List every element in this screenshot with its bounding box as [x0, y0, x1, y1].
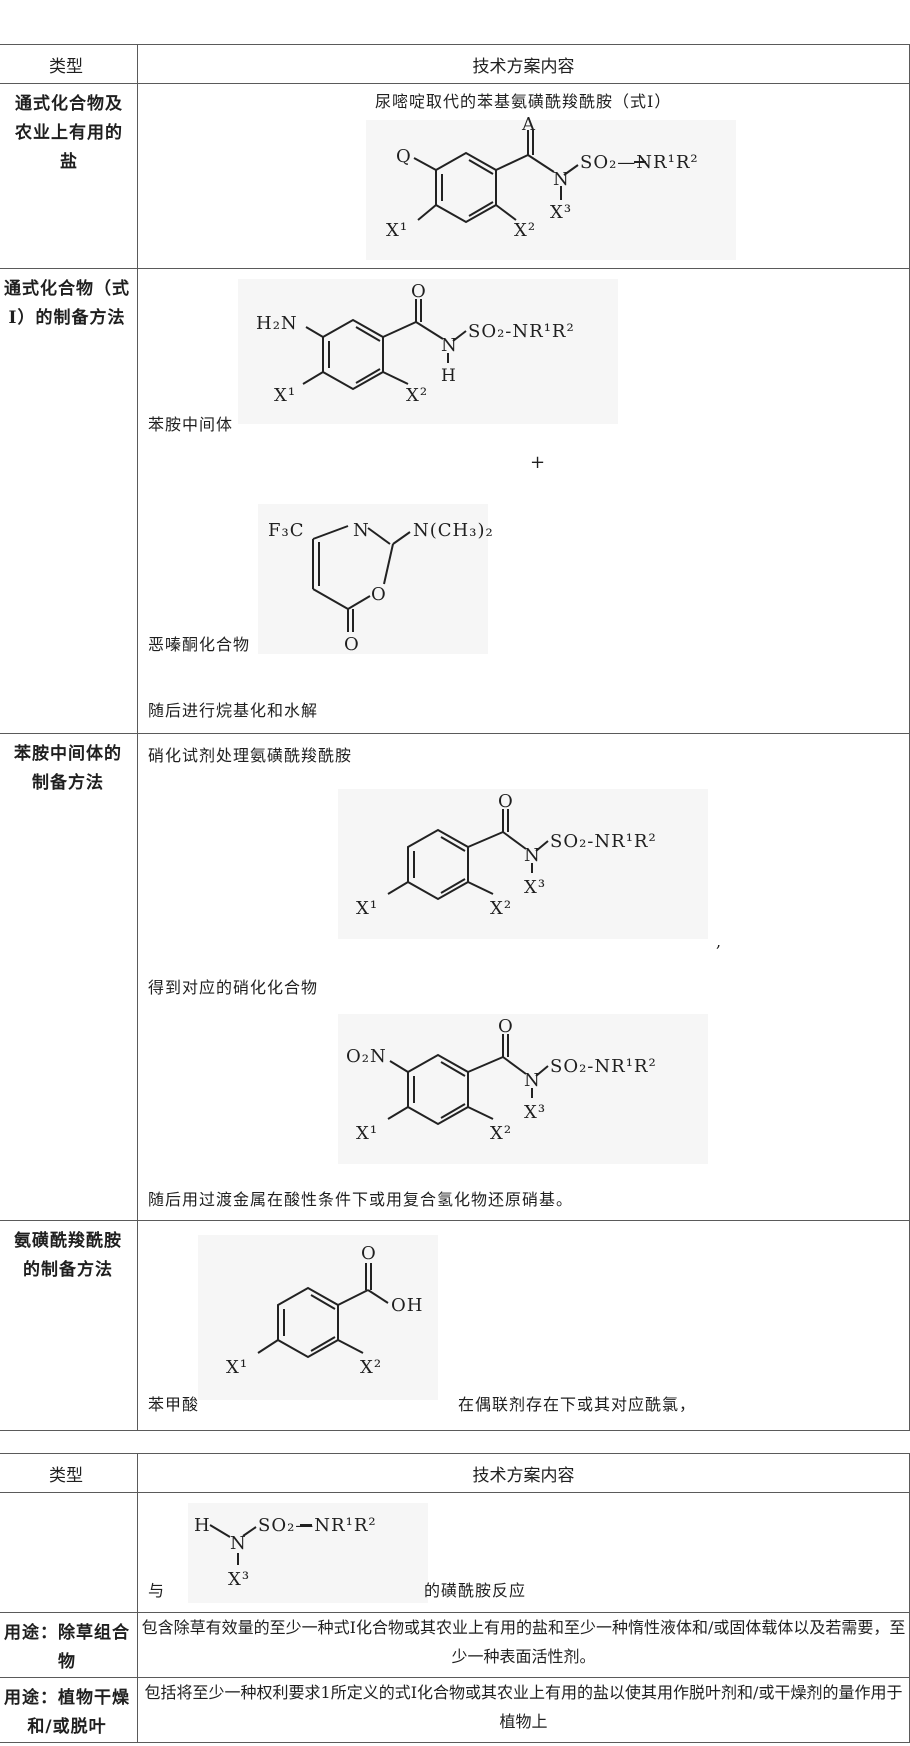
- formula-caption: 尿嘧啶取代的苯基氨磺酰羧酰胺（式I）: [375, 92, 672, 111]
- row-type-cell: 通式化合物（式I）的制备方法: [0, 268, 138, 734]
- sulfonamide-reaction-text: 的磺酰胺反应: [424, 1581, 527, 1600]
- table-header-row: 类型 技术方案内容: [0, 1453, 910, 1493]
- so2-nr-label: SO₂-NR¹R²: [550, 831, 657, 852]
- x3-label: X³: [524, 1102, 546, 1123]
- x2-label: X²: [406, 385, 428, 406]
- row-type-cell: 氨磺酰羧酰胺的制备方法: [0, 1220, 138, 1431]
- column-header-type: 类型: [0, 1453, 138, 1493]
- so2-nr-label: SO₂—NR¹R²: [580, 152, 699, 173]
- herbicidal-composition-text: 包含除草有效量的至少一种式I化合物或其农业上有用的盐和至少一种惰性液体和/或固体…: [137, 1612, 910, 1678]
- x2-label: X²: [514, 220, 536, 241]
- x1-label: X¹: [356, 1123, 378, 1144]
- x3-label: X³: [524, 877, 546, 898]
- x3-label: X³: [550, 202, 572, 223]
- o-label: O: [361, 1243, 377, 1264]
- n-label: N: [524, 845, 541, 866]
- q-label: Q: [396, 146, 412, 167]
- nitro-product-text: 得到对应的硝化化合物: [148, 978, 319, 997]
- x2-label: X²: [490, 898, 512, 919]
- nitro-compound-structure: O₂N O N SO₂-NR¹R² X¹ X² X³: [338, 1014, 708, 1164]
- aniline-intermediate-structure: H₂N O N H SO₂-NR¹R² X¹ X²: [238, 279, 618, 424]
- benzoic-acid-label: 苯甲酸: [148, 1395, 200, 1414]
- h-label: H: [194, 1515, 211, 1536]
- row-content-cell: H₂N O N H SO₂-NR¹R² X¹ X² 苯胺中间体 +: [137, 268, 910, 734]
- table-row: 用途：除草组合物 包含除草有效量的至少一种式I化合物或其农业上有用的盐和至少一种…: [0, 1612, 910, 1678]
- row-type-cell: 用途：植物干燥和/或脱叶: [0, 1677, 138, 1743]
- h-label: H: [441, 366, 457, 386]
- table-row: 苯胺中间体的制备方法 硝化试剂处理氨磺酰羧酰胺 O N SO₂-NR¹R²: [0, 733, 910, 1221]
- x1-label: X¹: [274, 385, 296, 406]
- sulfamide-structure: H N SO₂—NR¹R² X³: [188, 1503, 428, 1603]
- benzoic-acid-structure: O OH X¹ X²: [198, 1235, 438, 1400]
- o-label: O: [498, 1016, 514, 1037]
- f3c-label: F₃C: [268, 520, 304, 541]
- x3-label: X³: [228, 1569, 250, 1590]
- o-label: O: [498, 791, 514, 812]
- column-header-type: 类型: [0, 44, 138, 84]
- nitration-step-text: 硝化试剂处理氨磺酰羧酰胺: [148, 746, 353, 765]
- with-prefix: 与: [148, 1581, 166, 1600]
- table-row: H N SO₂—NR¹R² X³ 与 的磺酰胺反应: [0, 1492, 910, 1613]
- ring-o-label: O: [371, 584, 387, 605]
- so2-nr-label: SO₂-NR¹R²: [468, 321, 575, 342]
- x2-label: X²: [490, 1123, 512, 1144]
- table-row: 通式化合物（式I）的制备方法 H₂N O N H: [0, 268, 910, 734]
- aniline-intermediate-label: 苯胺中间体: [148, 415, 234, 434]
- followup-text: 随后进行烷基化和水解: [148, 701, 319, 720]
- nme2-label: N(CH₃)₂: [413, 520, 494, 541]
- o-label: O: [411, 281, 427, 302]
- reduction-step-text: 随后用过渡金属在酸性条件下或用复合氢化物还原硝基。: [148, 1190, 574, 1209]
- row-type-cell: 苯胺中间体的制备方法: [0, 733, 138, 1221]
- x1-label: X¹: [356, 898, 378, 919]
- technical-scheme-table-2: 类型 技术方案内容 H N SO₂—NR¹R² X³ 与 的磺酰胺反应 用途：除…: [0, 1453, 910, 1743]
- h2n-label: H₂N: [256, 313, 298, 334]
- coupling-text: 在偶联剂存在下或其对应酰氯，: [458, 1395, 697, 1414]
- so2-nr-label: SO₂—NR¹R²: [258, 1515, 377, 1536]
- trailing-comma: ,: [716, 932, 723, 951]
- table-row: 用途：植物干燥和/或脱叶 包括将至少一种权利要求1所定义的式I化合物或其农业上有…: [0, 1677, 910, 1743]
- table-row: 通式化合物及农业上有用的盐 尿嘧啶取代的苯基氨磺酰羧酰胺（式I） Q: [0, 83, 910, 269]
- row-content-cell: O OH X¹ X² 苯甲酸 在偶联剂存在下或其对应酰氯，: [137, 1220, 910, 1431]
- row-content-cell: 硝化试剂处理氨磺酰羧酰胺 O N SO₂-NR¹R² X¹ X²: [137, 733, 910, 1221]
- x1-label: X¹: [226, 1357, 248, 1378]
- plus-sign: +: [530, 452, 547, 473]
- n-label: N: [441, 335, 458, 356]
- row-type-cell: [0, 1492, 138, 1613]
- row-type-cell: 通式化合物及农业上有用的盐: [0, 83, 138, 269]
- n-label: N: [524, 1070, 541, 1091]
- row-content-cell: 尿嘧啶取代的苯基氨磺酰羧酰胺（式I） Q A N: [137, 83, 910, 269]
- formula-i-structure: Q A N SO₂—NR¹R² X¹ X² X³: [366, 114, 736, 260]
- column-header-content: 技术方案内容: [137, 1453, 910, 1493]
- x1-label: X¹: [386, 220, 408, 241]
- oxazinone-structure: F₃C N N(CH₃)₂ O O: [258, 504, 493, 655]
- so2-nr-label: SO₂-NR¹R²: [550, 1056, 657, 1077]
- technical-scheme-table-1: 类型 技术方案内容 通式化合物及农业上有用的盐 尿嘧啶取代的苯基氨磺酰羧酰胺（式…: [0, 44, 910, 1431]
- row-type-cell: 用途：除草组合物: [0, 1612, 138, 1678]
- n-label: N: [230, 1533, 247, 1554]
- o2n-label: O₂N: [346, 1046, 387, 1067]
- column-header-content: 技术方案内容: [137, 44, 910, 84]
- sulfamoyl-carboxamide-structure: O N SO₂-NR¹R² X¹ X² X³: [338, 789, 708, 939]
- desiccation-defoliation-text: 包括将至少一种权利要求1所定义的式I化合物或其农业上有用的盐以使其用作脱叶剂和/…: [137, 1677, 910, 1743]
- n-label: N: [553, 169, 570, 190]
- carbonyl-o-label: O: [344, 634, 360, 655]
- x2-label: X²: [360, 1357, 382, 1378]
- oxazinone-label: 恶嗪酮化合物: [148, 635, 251, 654]
- row-content-cell: H N SO₂—NR¹R² X³ 与 的磺酰胺反应: [137, 1492, 910, 1613]
- ring-n-label: N: [353, 520, 370, 541]
- table-row: 氨磺酰羧酰胺的制备方法 O OH X¹ X² 苯甲酸 在偶联剂存在下或其对应酰氯…: [0, 1220, 910, 1431]
- a-label: A: [521, 114, 536, 135]
- oh-label: OH: [391, 1295, 423, 1316]
- table-header-row: 类型 技术方案内容: [0, 44, 910, 84]
